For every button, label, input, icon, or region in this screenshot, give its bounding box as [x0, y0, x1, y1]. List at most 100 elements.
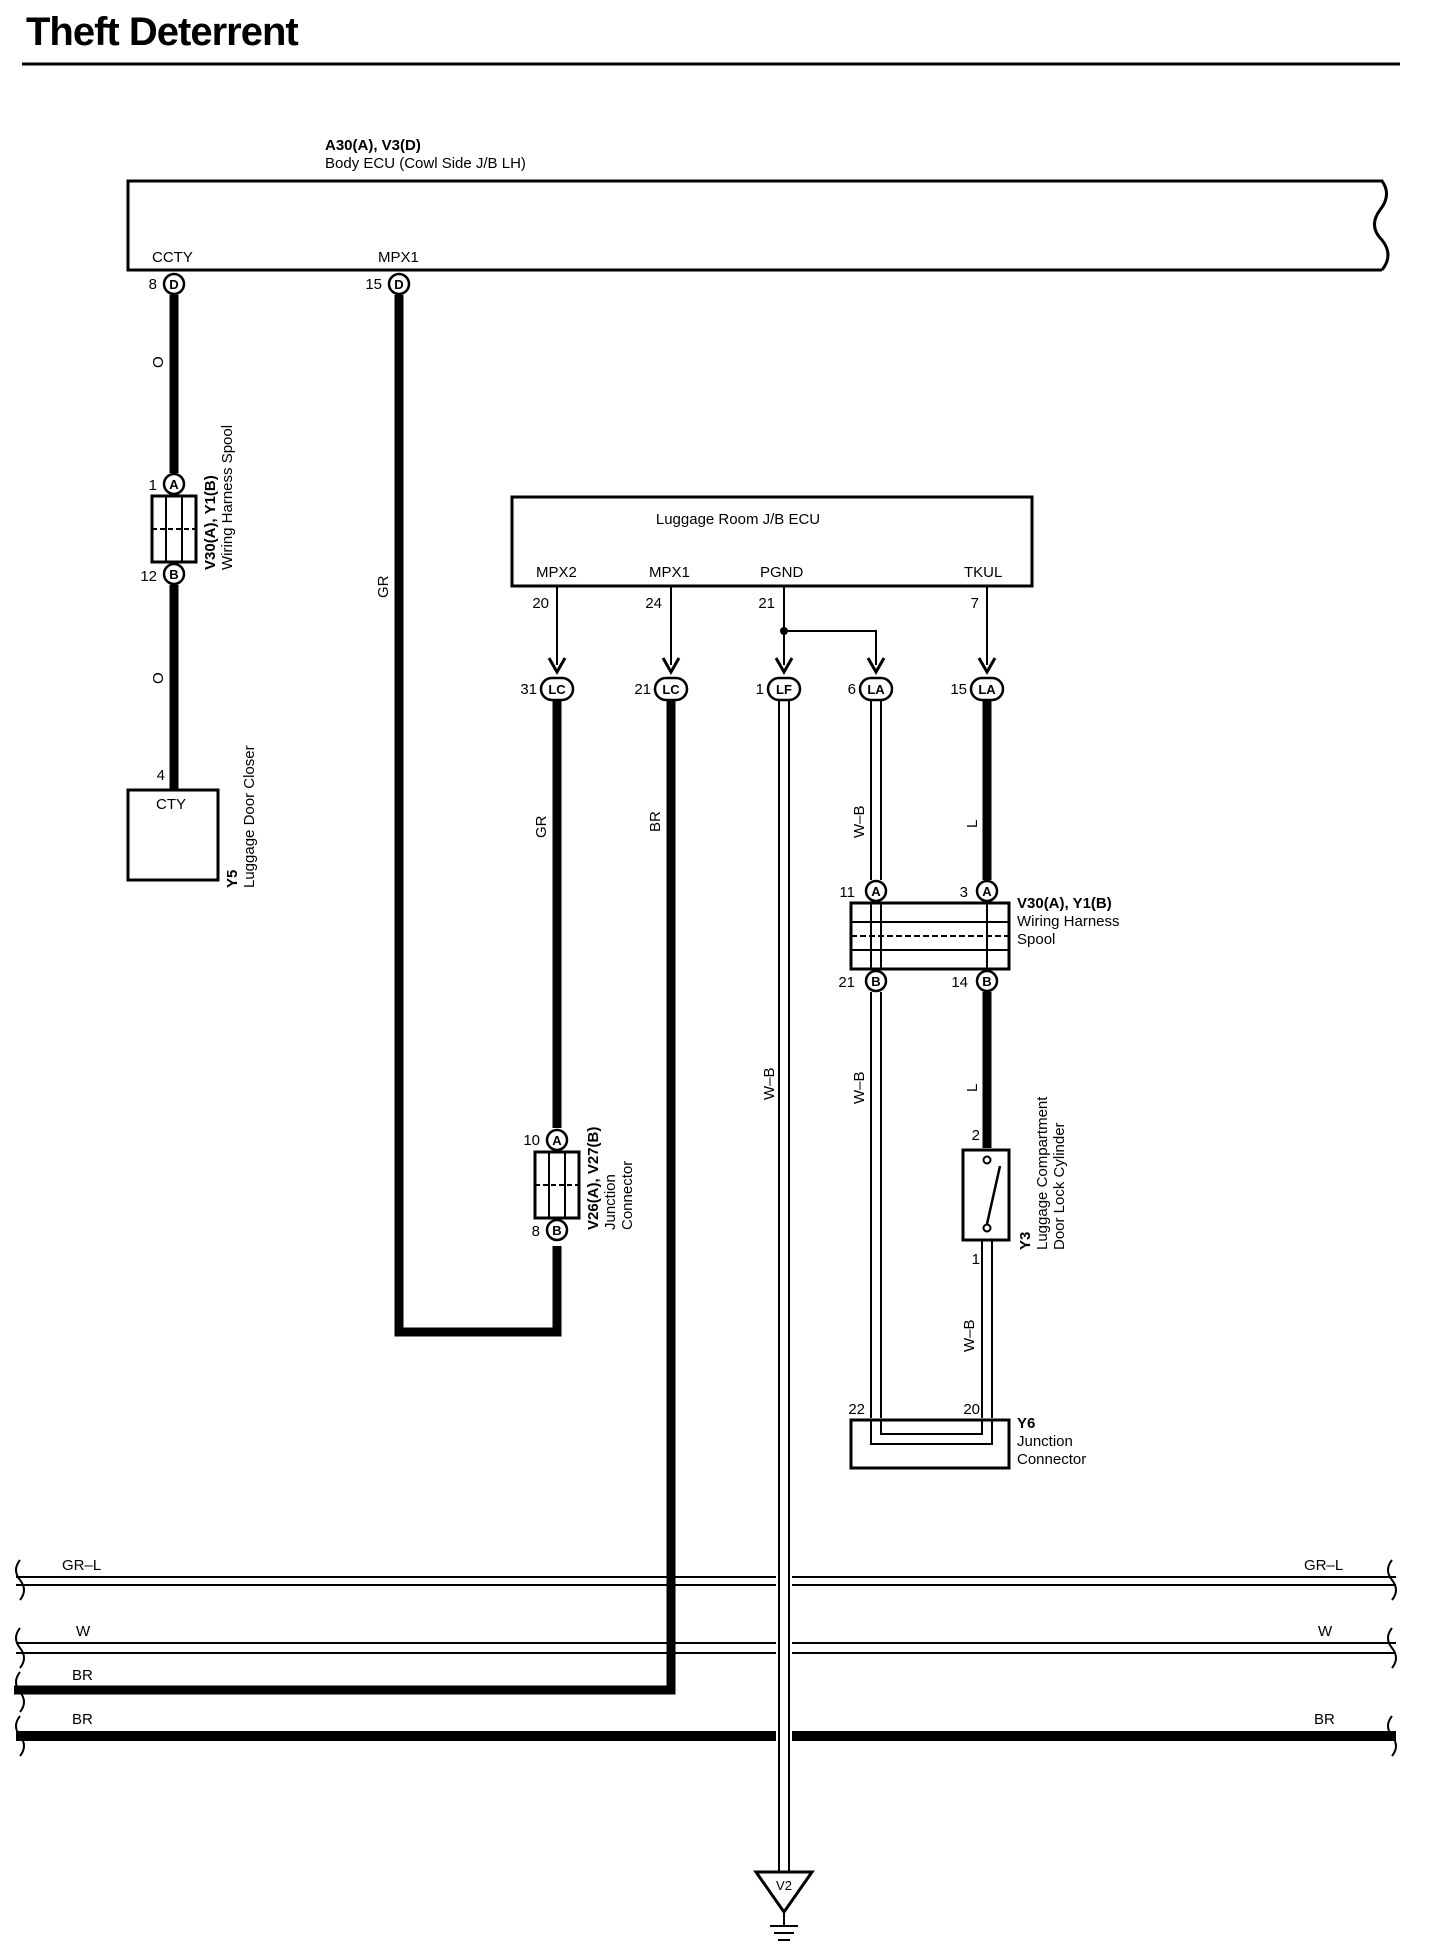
- lug-pin-21: 21: [758, 595, 775, 612]
- y3-contact-top: [982, 1155, 992, 1165]
- arrow-pgnd: [774, 657, 794, 676]
- lug-terminal-mpx2: MPX2: [536, 564, 577, 581]
- spool-left-name: Wiring Harness Spool: [219, 425, 236, 570]
- door-closer-name: Luggage Door Closer: [241, 745, 258, 888]
- v26-code: V26(A), V27(B): [585, 1127, 602, 1230]
- jb-pin-21: 21: [634, 681, 651, 698]
- lug-terminal-mpx1: MPX1: [649, 564, 690, 581]
- spool-right-pin-3: 3: [960, 884, 968, 901]
- door-closer-terminal: CTY: [156, 796, 186, 813]
- spool-right-connector-14: [975, 969, 999, 993]
- arrow-tkul: [977, 657, 997, 676]
- spool-left-conn-a: A: [169, 477, 179, 492]
- spool-right-conn-11: A: [871, 884, 881, 899]
- wire-color-o-lower: O: [150, 672, 167, 684]
- y6-name-1: Junction: [1017, 1433, 1073, 1450]
- spool-right-name-1: Wiring Harness: [1017, 913, 1120, 930]
- connector-d-8: [162, 272, 186, 296]
- jb-pin-6: 6: [848, 681, 856, 698]
- v26-pin-b: 8: [532, 1223, 540, 1240]
- jb-pin-15: 15: [950, 681, 967, 698]
- jb-connector-la-15: 15 LA: [950, 676, 1005, 702]
- jb-connector-la-6: 6 LA: [848, 676, 894, 702]
- bus-br2-right-label: BR: [1314, 1711, 1335, 1728]
- bus-br-2: BR BR: [15, 1711, 1397, 1757]
- wire-color-wb-la6-upper: W–B: [851, 805, 868, 838]
- spool-right-pin-11: 11: [839, 884, 855, 901]
- wire-color-wb-y3: W–B: [961, 1319, 978, 1352]
- arrow-mpx2: [547, 657, 567, 676]
- v26-conn-b: B: [552, 1223, 561, 1238]
- pin-15: 15: [365, 276, 382, 293]
- wire-color-gr-body: GR: [375, 575, 392, 598]
- spool-right-pin-21: 21: [838, 974, 855, 991]
- door-closer-box: [126, 788, 220, 882]
- luggage-ecu-name: Luggage Room J/B ECU: [656, 511, 820, 528]
- spool-left-pin-a: 1: [149, 477, 157, 494]
- wire-color-l-upper: L: [964, 820, 981, 828]
- y6-inner-b: [880, 1420, 983, 1435]
- jb-pin-31: 31: [520, 681, 537, 698]
- spool-left-pin-b: 12: [140, 568, 157, 585]
- bus-w-right-label: W: [1318, 1623, 1333, 1640]
- bus-br1-left-label: BR: [72, 1667, 93, 1684]
- jb-id-15: LA: [978, 682, 996, 697]
- lead-pgnd-branch: [784, 630, 877, 665]
- bus-br-1: BR: [15, 1667, 93, 1713]
- connector-d-15-id: D: [394, 277, 403, 292]
- lug-terminal-pgnd: PGND: [760, 564, 804, 581]
- y6-inner-a: [870, 1420, 993, 1445]
- wire-mpx1-lug: [14, 700, 676, 1695]
- spool-right-conn-21: B: [871, 974, 880, 989]
- jb-id-31: LC: [548, 682, 566, 697]
- bus-gr-l: GR–L GR–L: [15, 1557, 1397, 1601]
- lug-pin-7: 7: [971, 595, 979, 612]
- spool-left-connector-a: [162, 472, 186, 496]
- v26-name-2: Connector: [619, 1161, 636, 1230]
- spool-right-code: V30(A), Y1(B): [1017, 895, 1112, 912]
- spool-left-connector-b: [162, 562, 186, 586]
- luggage-ecu-box: [510, 495, 1034, 588]
- y3-switch-arm: [985, 1165, 1002, 1225]
- v26-name-1: Junction: [602, 1174, 619, 1230]
- v26-connector-a: [545, 1128, 569, 1152]
- y3-code: Y3: [1017, 1232, 1034, 1250]
- jb-oval-1: [766, 676, 802, 702]
- connector-d-8-id: D: [169, 277, 178, 292]
- bus-w: W W: [15, 1623, 1397, 1669]
- y6-name-2: Connector: [1017, 1451, 1086, 1468]
- wire-color-o-upper: O: [150, 356, 167, 368]
- v26-pin-a: 10: [523, 1132, 540, 1149]
- spool-left-code: V30(A), Y1(B): [202, 475, 219, 570]
- body-ecu-terminal-ccty: CCTY: [152, 249, 193, 266]
- arrow-mpx1: [661, 657, 681, 676]
- wire-color-br-lug: BR: [647, 811, 664, 832]
- jb-id-21: LC: [662, 682, 680, 697]
- spool-right-connector-21: [864, 969, 888, 993]
- arrow-la6: [866, 657, 886, 676]
- door-closer-pin: 4: [157, 767, 165, 784]
- body-ecu-terminal-mpx1: MPX1: [378, 249, 419, 266]
- wire-color-l-lower: L: [964, 1084, 981, 1092]
- y6-code: Y6: [1017, 1415, 1035, 1432]
- bus-br2-left-label: BR: [72, 1711, 93, 1728]
- bus-w-left-label: W: [76, 1623, 91, 1640]
- bus-gr-l-right-label: GR–L: [1304, 1557, 1343, 1574]
- spool-right-name-2: Spool: [1017, 931, 1055, 948]
- body-ecu-name: Body ECU (Cowl Side J/B LH): [325, 155, 526, 172]
- ground-symbol: V2: [753, 1870, 815, 1941]
- body-ecu-code: A30(A), V3(D): [325, 137, 421, 154]
- wire-color-wb-la6-lower: W–B: [851, 1071, 868, 1104]
- body-ecu-box: [126, 179, 1390, 272]
- y3-pin-bottom: 1: [972, 1251, 980, 1268]
- pin-8: 8: [149, 276, 157, 293]
- spool-right-conn-3: A: [982, 884, 992, 899]
- jb-id-6: LA: [867, 682, 885, 697]
- lug-pin-20: 20: [532, 595, 549, 612]
- spool-left-box: [150, 494, 198, 564]
- spool-right-connector-3: [975, 879, 999, 903]
- jb-pin-1: 1: [756, 681, 764, 698]
- v26-conn-a: A: [552, 1133, 562, 1148]
- y3-pin-top: 2: [972, 1127, 980, 1144]
